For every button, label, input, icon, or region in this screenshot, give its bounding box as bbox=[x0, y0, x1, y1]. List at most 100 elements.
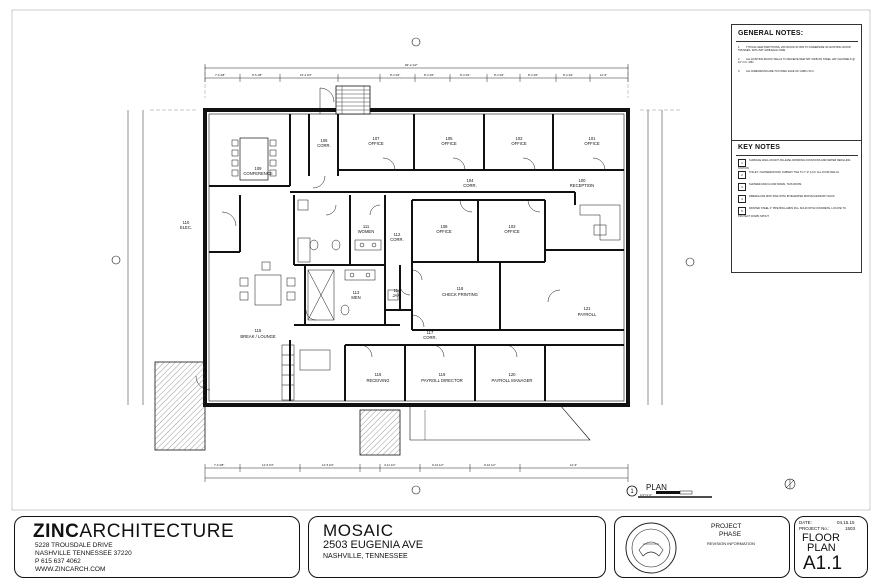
svg-text:7'-6 3/8": 7'-6 3/8" bbox=[215, 73, 225, 77]
interior-walls bbox=[209, 114, 624, 401]
plan-number: 1 bbox=[630, 489, 634, 495]
room-name: BREAK / LOUNGE bbox=[240, 334, 276, 339]
room-name: CHECK PRINTING bbox=[442, 292, 478, 297]
firm-address-line1: 5228 TROUSDALE DRIVE bbox=[35, 542, 113, 549]
room-number: 110 bbox=[183, 220, 190, 225]
phase-label-1: PROJECT bbox=[711, 523, 742, 530]
key-note-item: 2TOILET / SHOWER ROOM, SUBWAY TILE TO 7'… bbox=[738, 171, 856, 179]
phase-panel: PROJECT PHASE REVISION INFORMATION bbox=[614, 516, 790, 578]
room-number: 114 bbox=[394, 288, 401, 293]
svg-text:8'-4 3/4": 8'-4 3/4" bbox=[390, 73, 400, 77]
room-number: 103 bbox=[509, 224, 517, 229]
date-label: DATE: bbox=[799, 520, 812, 525]
svg-text:12'-6": 12'-6" bbox=[570, 463, 577, 467]
project-address: 2503 EUGENIA AVE bbox=[323, 539, 424, 551]
room-name: CORR. bbox=[463, 183, 477, 188]
room-name: RECEPTION bbox=[570, 183, 594, 188]
svg-text:9'-10 1/2": 9'-10 1/2" bbox=[484, 463, 496, 467]
plan-number-bubble bbox=[626, 485, 638, 497]
general-note-item: 1.TYPICAL NEW PARTITIONS, 2X6 WOOD STUDS… bbox=[738, 46, 851, 53]
key-note-item: 3SHOWER AND FLOOR DRAIN, THIS ROOM bbox=[738, 183, 856, 191]
restroom-fixtures bbox=[297, 199, 399, 321]
svg-text:8'-4 3/4": 8'-4 3/4" bbox=[494, 73, 504, 77]
lounge-furniture bbox=[239, 261, 331, 401]
room-tags: 107 OFFICE 105 OFFICE 102 OFFICE 101 OFF… bbox=[180, 136, 600, 383]
key-note-item: 4FIBERGLASS MOP SINK WITH INTEGRATED MOP… bbox=[738, 195, 856, 203]
svg-text:8'-5 1/8": 8'-5 1/8" bbox=[252, 73, 262, 77]
entry-stair bbox=[335, 85, 371, 115]
north-arrow bbox=[785, 479, 795, 489]
firm-logo: ZINCARCHITECTURE bbox=[33, 521, 235, 542]
room-number: 104 bbox=[467, 178, 475, 183]
general-note-item: 2.ALL EXISTING BLOCK WALLS TO RECEIVE NE… bbox=[738, 58, 855, 65]
firm-phone: P 615 637 4062 bbox=[35, 558, 81, 565]
room-name: PAYROLL bbox=[578, 312, 597, 317]
plan-scale-bar bbox=[638, 490, 712, 498]
svg-text:8'-4 3/4": 8'-4 3/4" bbox=[563, 73, 573, 77]
room-number: 105 bbox=[446, 136, 454, 141]
room-number: 100 bbox=[579, 178, 587, 183]
sheet-title-line1: FLOOR bbox=[802, 532, 840, 544]
room-name: WOMEN bbox=[358, 229, 375, 234]
general-note-item: 3.ALL DIMENSIONS ARE TO FINISH FACE OF G… bbox=[738, 70, 815, 73]
svg-text:8'-4 3/4": 8'-4 3/4" bbox=[528, 73, 538, 77]
firm-address-line2: NASHVILLE TENNESSEE 37220 bbox=[35, 550, 132, 557]
project-panel: MOSAIC 2503 EUGENIA AVE NASHVILLE, TENNE… bbox=[308, 516, 606, 578]
room-name: OFFICE bbox=[511, 141, 527, 146]
svg-text:12'-6": 12'-6" bbox=[600, 73, 607, 77]
room-number: 118 bbox=[457, 286, 464, 291]
room-name: MEN bbox=[351, 295, 360, 300]
svg-text:7'-6 3/8": 7'-6 3/8" bbox=[214, 463, 224, 467]
room-name: ELEC. bbox=[180, 225, 192, 230]
room-name: RECEIVING bbox=[366, 378, 389, 383]
sheet-number: A1.1 bbox=[803, 553, 843, 574]
room-number: 120 bbox=[509, 372, 517, 377]
svg-text:4'-11 1/2": 4'-11 1/2" bbox=[384, 463, 396, 467]
sheet-title-line2: PLAN bbox=[807, 542, 836, 554]
bottom-dimensions: 7'-6 3/8" 14'-5 3/4" 14'-5 3/4" 4'-11 1/… bbox=[214, 463, 577, 467]
room-number: 101 bbox=[589, 136, 597, 141]
room-number: 115 bbox=[255, 328, 262, 333]
svg-text:15'-2 3/4": 15'-2 3/4" bbox=[300, 73, 312, 77]
room-number: 106 bbox=[321, 138, 329, 143]
room-number: 116 bbox=[375, 372, 382, 377]
project-name: MOSAIC bbox=[323, 521, 394, 540]
svg-text:14'-5 3/4": 14'-5 3/4" bbox=[262, 463, 274, 467]
sheet-border bbox=[11, 9, 871, 511]
room-number: 113 bbox=[353, 290, 360, 295]
room-name: CORR. bbox=[423, 335, 437, 340]
revision-info: REVISION INFORMATION bbox=[707, 541, 755, 546]
reception-desk bbox=[579, 204, 621, 241]
room-number: 121 bbox=[584, 306, 592, 311]
room-name: CORR. bbox=[317, 143, 331, 148]
sheet-panel: DATE: 04.15.15 PROJECT No.: 1503 FLOOR P… bbox=[794, 516, 868, 578]
firm-website[interactable]: WWW.ZINCARCH.COM bbox=[35, 566, 106, 573]
room-number: 102 bbox=[516, 136, 524, 141]
svg-text:8'-4 3/4": 8'-4 3/4" bbox=[460, 73, 470, 77]
room-name: OFFICE bbox=[368, 141, 384, 146]
svg-text:8'-4 3/4": 8'-4 3/4" bbox=[424, 73, 434, 77]
key-note-item: 5PAINTED STEEL 4" PIPE BOLLARDS FILL SOL… bbox=[738, 207, 846, 218]
svg-text:9'-10 1/2": 9'-10 1/2" bbox=[432, 463, 444, 467]
room-name: OFFICE bbox=[436, 229, 452, 234]
room-number: 117 bbox=[427, 330, 434, 335]
firm-panel: ZINCARCHITECTURE 5228 TROUSDALE DRIVE NA… bbox=[14, 516, 300, 578]
overall-dimension: 99'-2 1/2" bbox=[405, 63, 418, 67]
sheet-date: 04.15.15 bbox=[837, 520, 855, 525]
project-number-label: PROJECT No.: bbox=[799, 526, 830, 531]
room-name: CORR. bbox=[390, 237, 404, 242]
dimension-lines bbox=[127, 67, 663, 479]
plan-scale: 1/4"=1'-0" bbox=[640, 493, 652, 497]
key-note-item: 1SURFACE WALL MOUNT, BI-LEVEL DRINKING F… bbox=[738, 159, 851, 170]
svg-text:14'-5 3/4": 14'-5 3/4" bbox=[322, 463, 334, 467]
conference-furniture bbox=[231, 137, 277, 181]
room-name: JAN. bbox=[392, 293, 401, 298]
general-notes-panel: GENERAL NOTES: 1.TYPICAL NEW PARTITIONS,… bbox=[731, 24, 862, 273]
room-name: PAYROLL DIRECTOR bbox=[421, 378, 463, 383]
exterior-deck bbox=[154, 361, 591, 456]
phase-label-2: PHASE bbox=[719, 531, 742, 538]
general-notes-title: GENERAL NOTES: bbox=[738, 30, 804, 37]
